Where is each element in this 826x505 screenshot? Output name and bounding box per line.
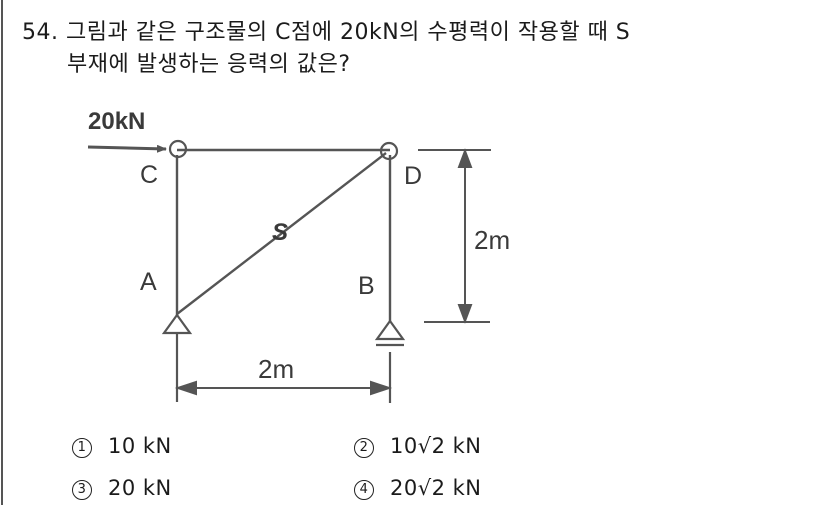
node-label-a: A [140,268,157,296]
option-4[interactable]: 4 20√2 kN [354,476,482,500]
height-dimension [418,148,491,324]
page-left-border [1,0,3,505]
option-text-1: 10 kN [108,434,172,458]
member-s [176,152,387,315]
width-dimension [174,380,393,396]
roller-support-b-icon [374,319,406,403]
question-line-2: 부재에 발생하는 응력의 값은? [67,52,351,77]
question-number: 54. [22,20,59,45]
option-marker-4: 4 [354,480,374,500]
load-arrow-icon [87,144,167,153]
option-3[interactable]: 3 20 kN [72,476,172,500]
option-text-4: 20√2 kN [390,476,482,500]
option-text-3: 20 kN [108,476,172,500]
members [175,148,392,321]
option-1[interactable]: 1 10 kN [72,434,172,458]
node-label-d: D [404,162,422,190]
question-line-1: 54. 그림과 같은 구조물의 C점에 20kN의 수평력이 작용할 때 S [22,14,630,46]
width-dim-label: 2m [258,354,294,384]
hinge-d-icon [379,141,399,161]
member-label-s: S [272,219,288,246]
hinge-c-icon [168,139,188,159]
option-2[interactable]: 2 10√2 kN [354,434,482,458]
question-text-1: 그림과 같은 구조물의 C점에 20kN의 수평력이 작용할 때 S [66,20,631,45]
node-label-c: C [140,161,158,189]
height-dim-label: 2m [474,225,510,255]
option-text-2: 10√2 kN [390,434,482,458]
option-marker-3: 3 [72,480,92,500]
option-marker-1: 1 [72,438,92,458]
load-label: 20kN [88,108,145,135]
node-label-b: B [358,272,375,300]
option-marker-2: 2 [354,438,374,458]
pin-support-a-icon [161,313,193,402]
